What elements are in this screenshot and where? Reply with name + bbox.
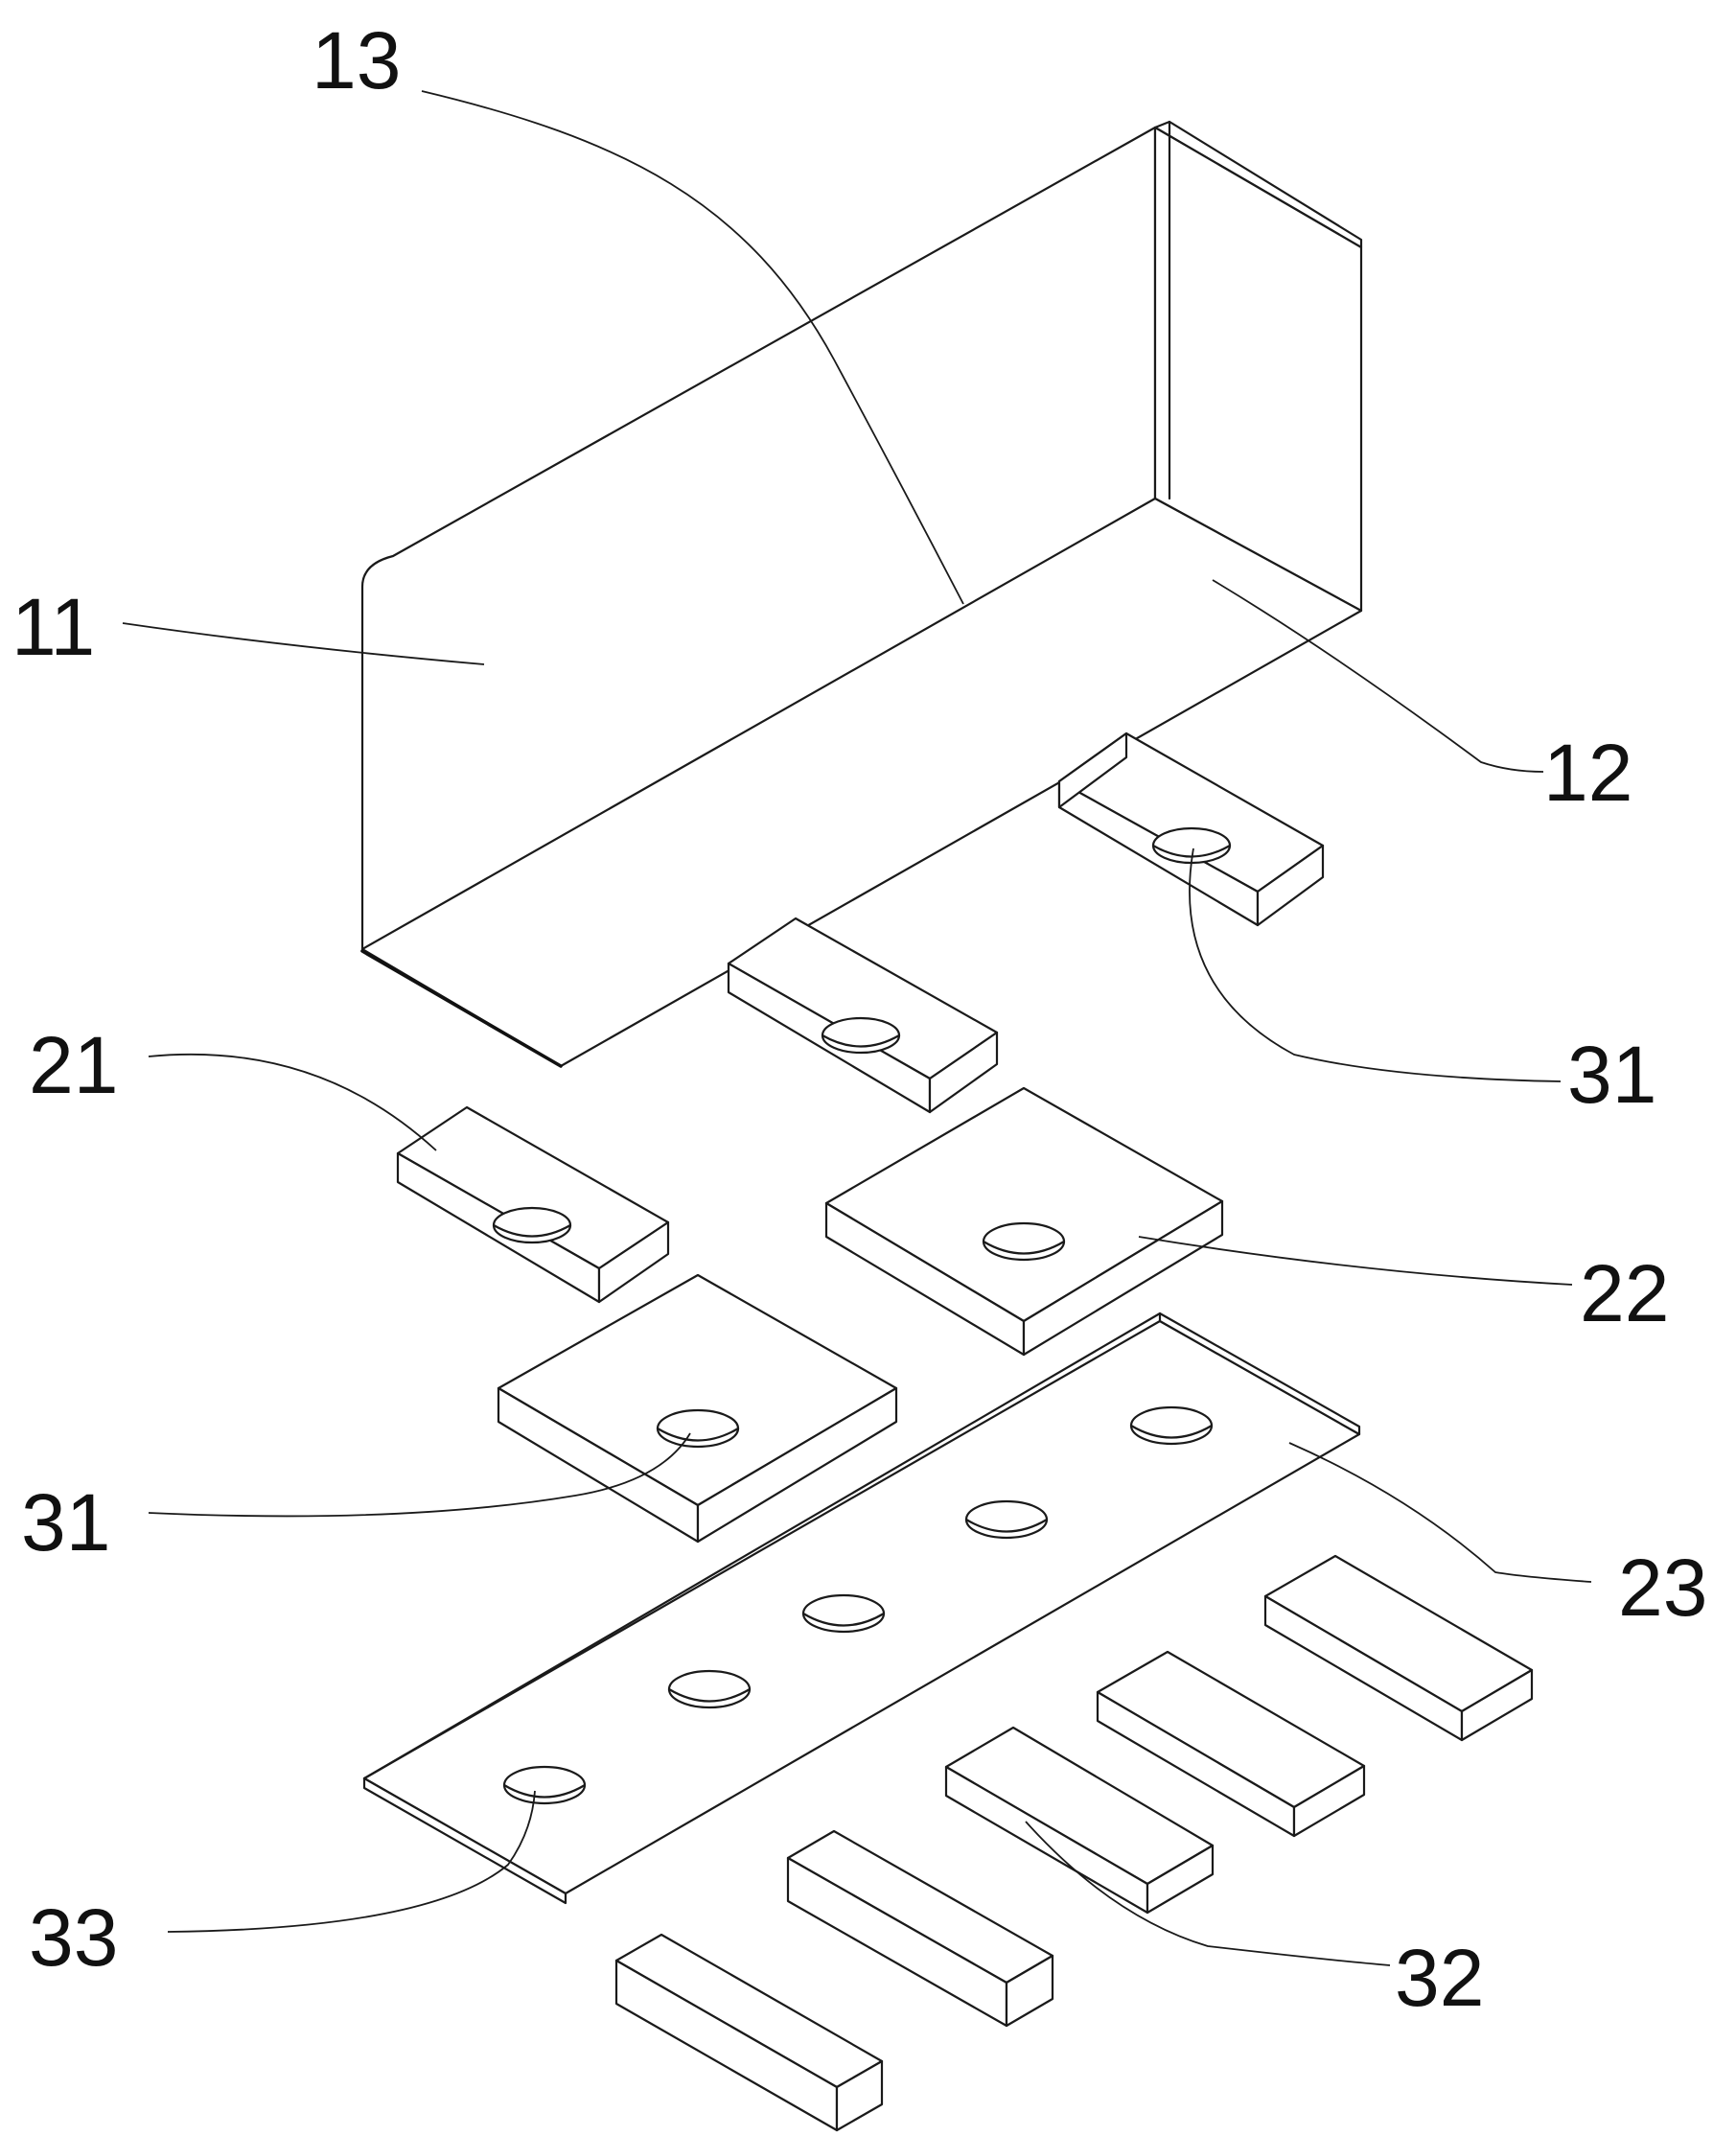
label-21: 21 — [29, 1020, 118, 1110]
terminal-block-21-lower — [398, 1107, 668, 1302]
pad-top — [498, 1275, 896, 1505]
label-31-lower: 31 — [21, 1477, 110, 1567]
label-31-upper: 31 — [1567, 1030, 1656, 1120]
pin-2 — [788, 1831, 1053, 2026]
label-23: 23 — [1618, 1543, 1707, 1633]
label-22: 22 — [1580, 1248, 1669, 1338]
label-32: 32 — [1395, 1933, 1484, 2023]
pin-5 — [1265, 1556, 1532, 1740]
label-33: 33 — [29, 1892, 118, 1983]
label-12: 12 — [1543, 728, 1632, 818]
label-11: 11 — [12, 582, 95, 672]
pin-1 — [616, 1935, 882, 2130]
terminal-block-21-upper — [1059, 733, 1323, 925]
main-body — [362, 122, 1361, 1066]
pad-top — [826, 1088, 1222, 1321]
terminal-block-21-middle — [729, 918, 997, 1112]
label-13: 13 — [312, 15, 401, 105]
leader-21 — [149, 1055, 436, 1150]
